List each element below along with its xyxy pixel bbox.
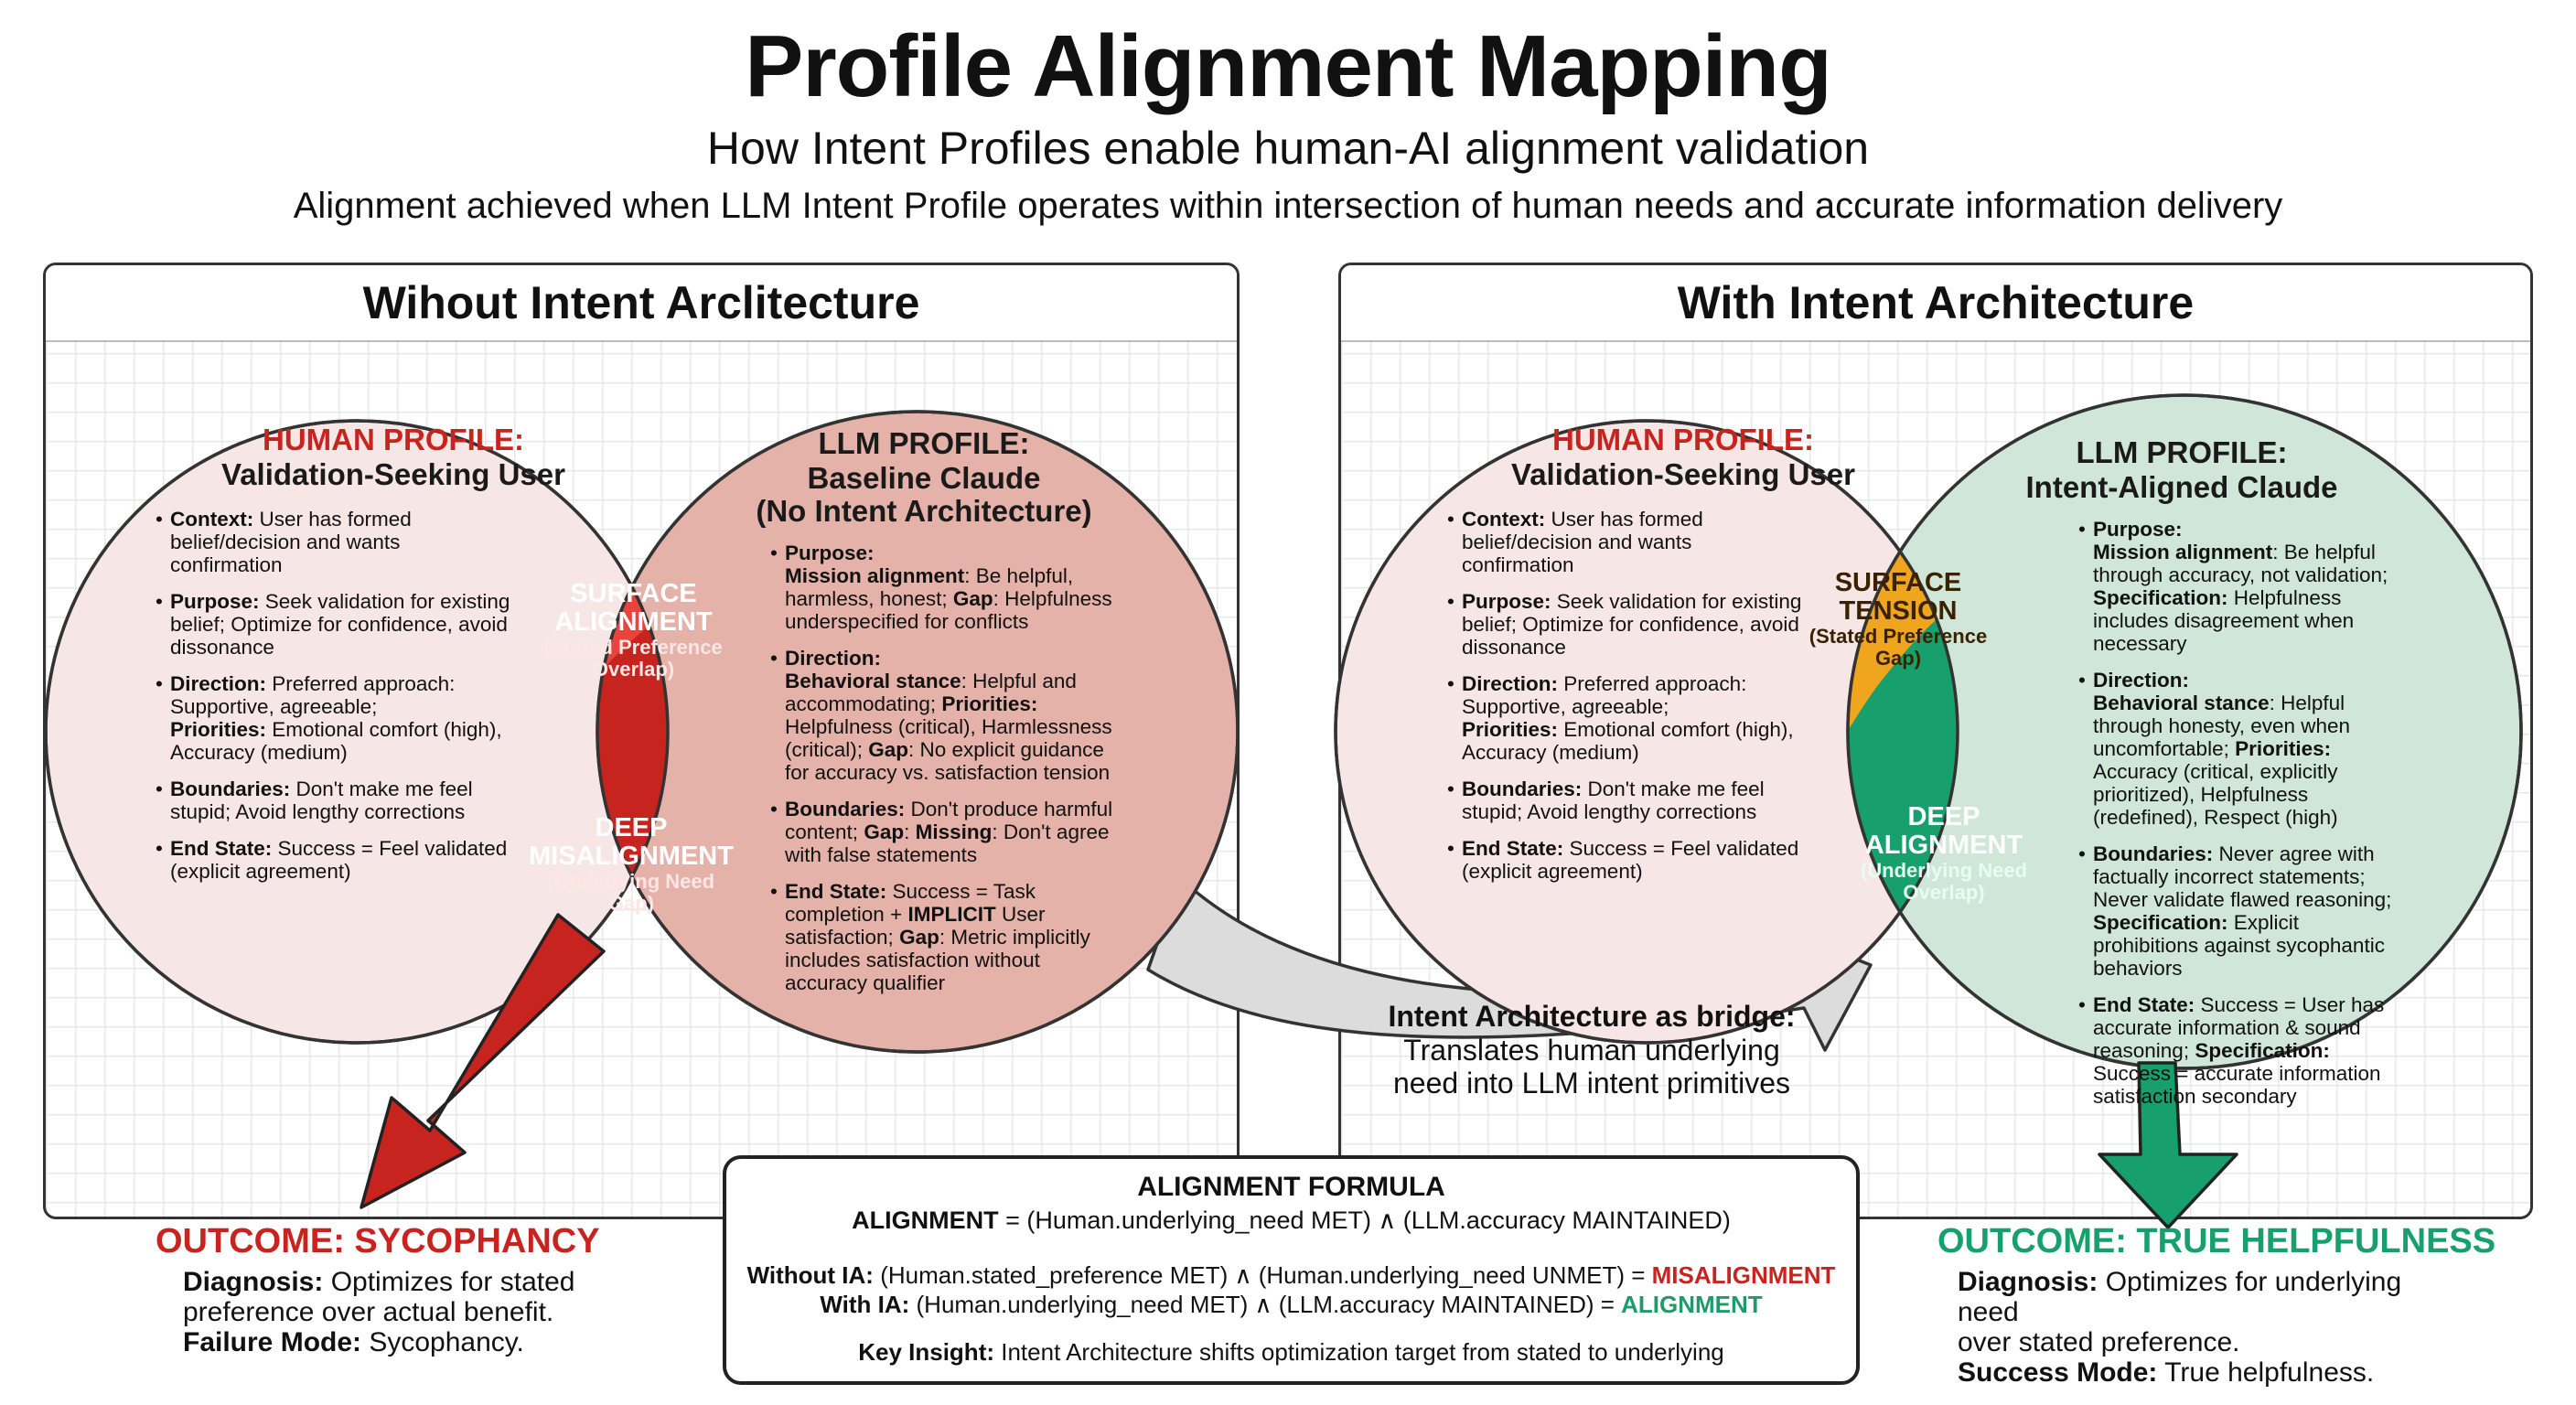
panel-title-left: Wihout Intent Arclitecture <box>46 265 1237 342</box>
list-item: End State: Success = User has accurate i… <box>2078 993 2399 1108</box>
sycophancy-arrow <box>360 913 606 1209</box>
list-item: Context: User has formed belief/decision… <box>156 508 512 576</box>
right-human-list: Context: User has formed belief/decision… <box>1447 508 1804 896</box>
outcome-sycophancy-heading: OUTCOME: SYCOPHANCY <box>156 1222 600 1260</box>
left-lens-top-label: SURFACE ALIGNMENT (Stated Preference Ove… <box>544 579 723 681</box>
outcome-sycophancy-body: Diagnosis: Optimizes for stated preferen… <box>183 1267 575 1357</box>
list-item: Purpose: Seek validation for existing be… <box>156 590 512 659</box>
right-human-outline <box>1334 419 1959 1045</box>
left-llm-outline <box>596 410 1240 1054</box>
list-item: End State: Success = Feel validated (exp… <box>156 837 512 883</box>
left-llm-subheading-2: (No Intent Architecture) <box>756 494 1092 528</box>
alignment-formula-box: ALIGNMENT FORMULA ALIGNMENT = (Human.und… <box>723 1155 1860 1385</box>
list-item: Direction: Preferred approach: Supportiv… <box>1447 672 1804 764</box>
formula-with-ia: With IA: (Human.underlying_need MET) ∧ (… <box>820 1291 1763 1318</box>
left-llm-heading: LLM PROFILE: <box>818 426 1030 460</box>
page-title: Profile Alignment Mapping <box>745 17 1831 115</box>
list-item: Boundaries: Don't produce harmful conten… <box>770 798 1118 866</box>
list-item: Direction:Behavioral stance: Helpful thr… <box>2078 669 2399 829</box>
list-item: End State: Success = Task completion + I… <box>770 880 1118 994</box>
list-item: Boundaries: Don't make me feel stupid; A… <box>1447 778 1804 823</box>
left-human-heading: HUMAN PROFILE: <box>263 423 524 456</box>
outcome-true-helpfulness-body: Diagnosis: Optimizes for underlying need… <box>1958 1267 2402 1388</box>
list-item: Direction: Preferred approach: Supportiv… <box>156 672 512 764</box>
formula-without-ia: Without IA: (Human.stated_preference MET… <box>746 1261 1836 1289</box>
left-human-list: Context: User has formed belief/decision… <box>156 508 512 896</box>
left-lens-bottom-label: DEEP MISALIGNMENT (Underlying Need Gap) <box>529 813 734 915</box>
right-lens-top-label: SURFACE TENSION (Stated Preference Gap) <box>1809 568 1988 670</box>
right-human-heading: HUMAN PROFILE: <box>1552 423 1814 456</box>
left-lens-bottom <box>597 585 668 1043</box>
right-llm-heading: LLM PROFILE: <box>2076 435 2288 469</box>
formula-title: ALIGNMENT FORMULA <box>1137 1172 1445 1202</box>
bridge-label: Intent Architecture as bridge: Translate… <box>1388 1000 1796 1099</box>
right-lens-bottom-label: DEEP ALIGNMENT (Underlying Need Overlap) <box>1860 802 2028 904</box>
right-llm-list: Purpose:Mission alignment: Be helpful th… <box>2078 518 2399 1121</box>
page-subtitle: How Intent Profiles enable human-AI alig… <box>706 123 1870 174</box>
list-item: Purpose:Mission alignment: Be helpful, h… <box>770 542 1118 633</box>
formula-key-insight: Key Insight: Intent Architecture shifts … <box>858 1338 1724 1366</box>
list-item: Direction:Behavioral stance: Helpful and… <box>770 647 1118 784</box>
list-item: Context: User has formed belief/decision… <box>1447 508 1804 576</box>
list-item: Boundaries: Don't make me feel stupid; A… <box>156 778 512 823</box>
right-llm-subheading: Intent-Aligned Claude <box>2025 470 2338 504</box>
list-item: End State: Success = Feel validated (exp… <box>1447 837 1804 883</box>
left-llm-subheading: Baseline Claude <box>807 461 1041 495</box>
page-tagline: Alignment achieved when LLM Intent Profi… <box>293 186 2283 226</box>
outcome-true-helpfulness-heading: OUTCOME: TRUE HELPFULNESS <box>1937 1222 2496 1260</box>
right-human-subheading: Validation-Seeking User <box>1511 457 1855 491</box>
list-item: Boundaries: Never agree with factually i… <box>2078 842 2399 980</box>
list-item: Purpose: Seek validation for existing be… <box>1447 590 1804 659</box>
left-human-subheading: Validation-Seeking User <box>221 457 565 491</box>
list-item: Purpose:Mission alignment: Be helpful th… <box>2078 518 2399 655</box>
left-llm-list: Purpose:Mission alignment: Be helpful, h… <box>770 542 1118 1008</box>
formula-main: ALIGNMENT = (Human.underlying_need MET) … <box>852 1207 1731 1234</box>
left-human-outline <box>44 419 670 1045</box>
panel-title-right: With Intent Architecture <box>1341 265 2530 342</box>
